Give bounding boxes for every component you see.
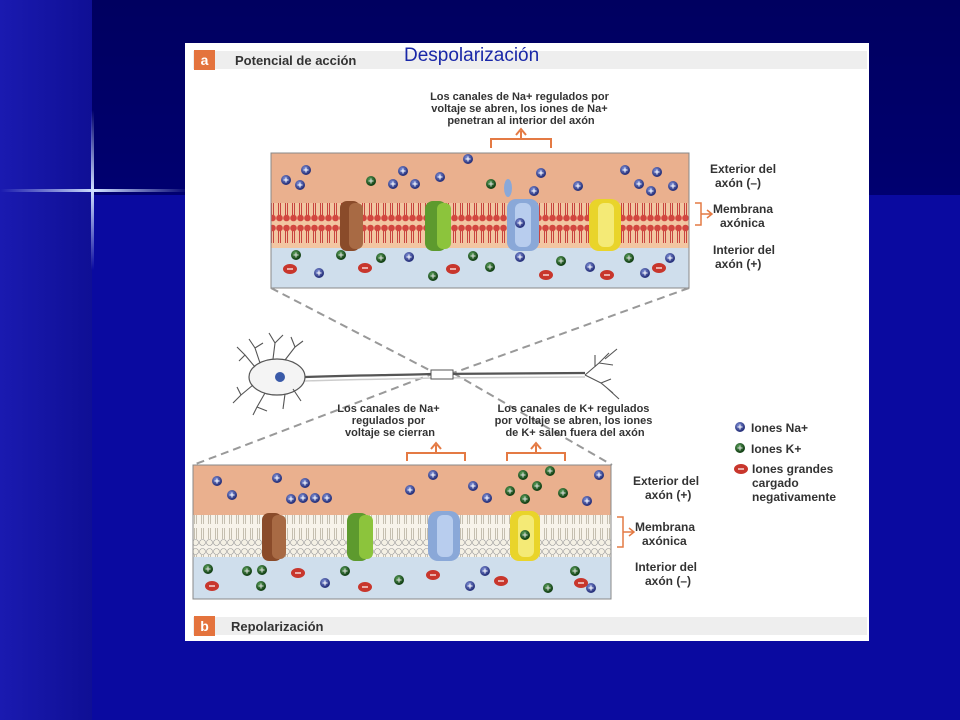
bottom-membrane-section: Los canales de Na+ regulados por voltaje…: [193, 403, 702, 599]
panel-a-label: Potencial de acción: [235, 53, 356, 68]
legend-k-icon: [735, 443, 745, 453]
bottom-channel-blue: [428, 511, 460, 561]
bottom-interior-label: Interior del axón (–): [635, 560, 700, 588]
membrane-diagram: a Potencial de acción b Repolarización: [185, 43, 869, 641]
legend-large-ion-icon: [734, 464, 748, 474]
bottom-exterior-label: Exterior del axón (+): [633, 474, 702, 502]
ion-legend: Iones Na+ Iones K+ Iones grandes cargado…: [734, 421, 837, 504]
bottom-callout-na: Los canales de Na+ regulados por voltaje…: [337, 403, 442, 439]
legend-na-label: Iones Na+: [751, 421, 808, 435]
panel-a-letter: a: [201, 52, 209, 68]
top-membrane-section: Los canales de Na+ regulados por voltaje…: [271, 91, 779, 288]
legend-na-icon: [735, 422, 745, 432]
top-channel-yellow: [589, 199, 621, 251]
background-left: [0, 0, 92, 720]
slide-title: Despolarización: [404, 45, 539, 67]
top-channel-brown: [340, 201, 363, 251]
legend-large-label: Iones grandes cargado negativamente: [752, 462, 837, 504]
top-callout: Los canales de Na+ regulados por voltaje…: [430, 91, 612, 127]
diagram-panel: a Potencial de acción b Repolarización: [185, 43, 869, 641]
bottom-channel-yellow: [510, 511, 540, 561]
sparkle-decoration-vertical: [91, 110, 94, 270]
top-exterior-label: Exterior del axón (–): [710, 162, 779, 190]
bottom-channel-brown: [262, 513, 286, 561]
bottom-channel-green: [347, 513, 373, 561]
top-membrane-label: Membrana axónica: [713, 202, 776, 230]
bottom-callout-k: Los canales de K+ regulados por voltaje …: [495, 403, 656, 439]
bottom-membrane-label: Membrana axónica: [635, 520, 698, 548]
sparkle-decoration: [0, 189, 190, 192]
panel-b-letter: b: [200, 618, 209, 634]
panel-b-label: Repolarización: [231, 619, 324, 634]
top-interior-label: Interior del axón (+): [713, 243, 778, 271]
top-channel-green: [425, 201, 451, 251]
legend-k-label: Iones K+: [751, 442, 801, 456]
